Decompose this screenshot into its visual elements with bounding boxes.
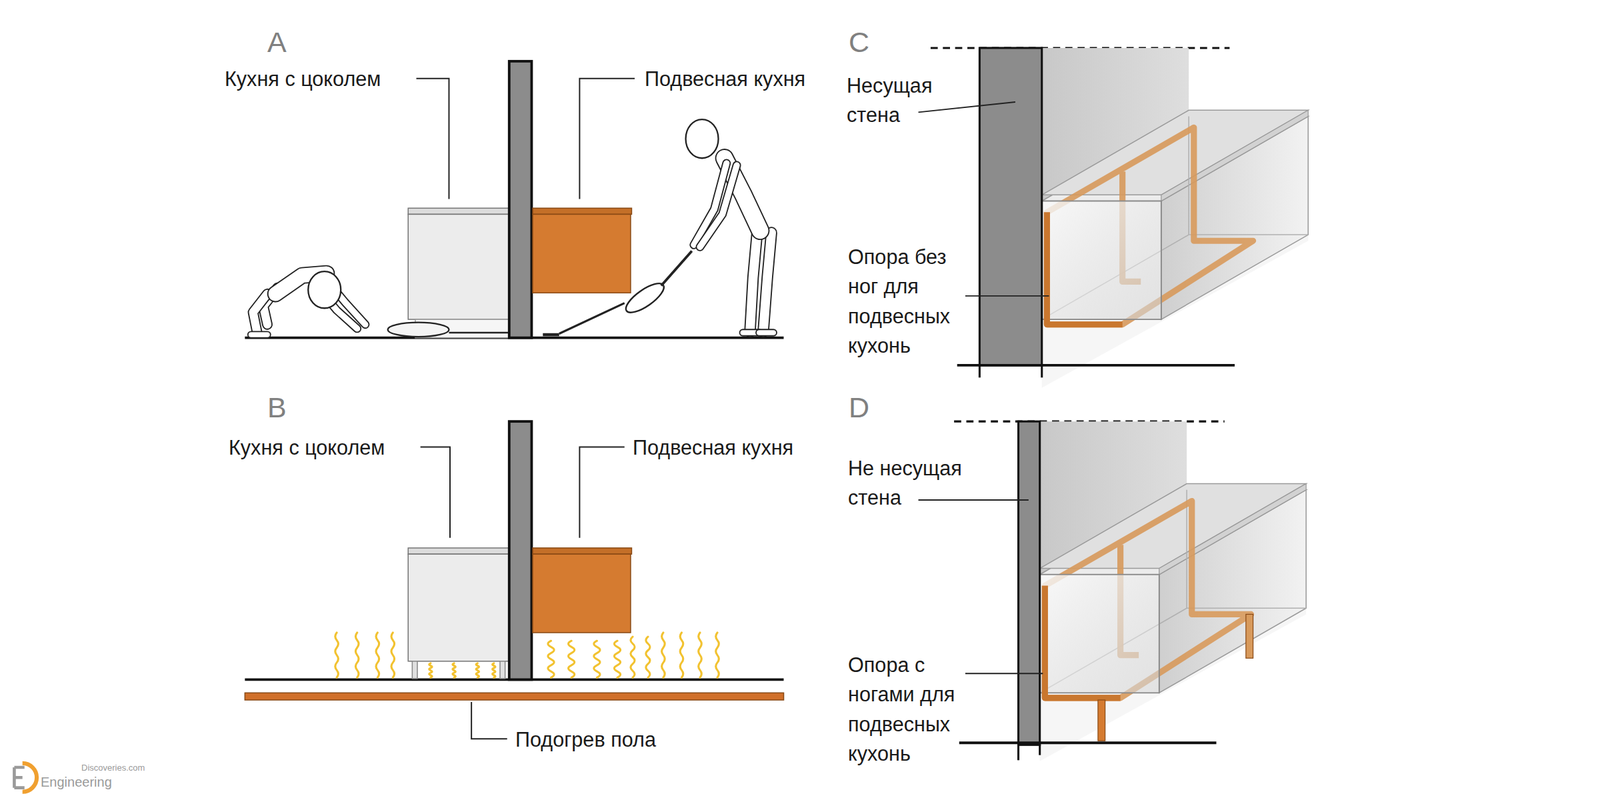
panel-letter: C (848, 26, 870, 58)
part-label: Кухня с цоколем (228, 432, 385, 462)
watermark: Discoveries.com (81, 763, 145, 773)
part-label: Опора без ног для подвесных кухонь (848, 242, 975, 360)
panel-letter: B (267, 392, 287, 424)
part-label: Подвесная кухня (644, 64, 806, 94)
part-label: Не несущая стена (848, 453, 975, 513)
part-label: Несущая стена (846, 70, 974, 130)
panel-letter: D (848, 392, 870, 424)
watermark: Engineering (40, 774, 112, 790)
part-label: Подогрев пола (515, 724, 656, 754)
part-label: Подвесная кухня (632, 432, 794, 462)
part-label: Кухня с цоколем (224, 64, 381, 94)
part-label: Опора с ногами для подвесных кухонь (848, 650, 975, 768)
panel-letter: A (267, 26, 287, 58)
